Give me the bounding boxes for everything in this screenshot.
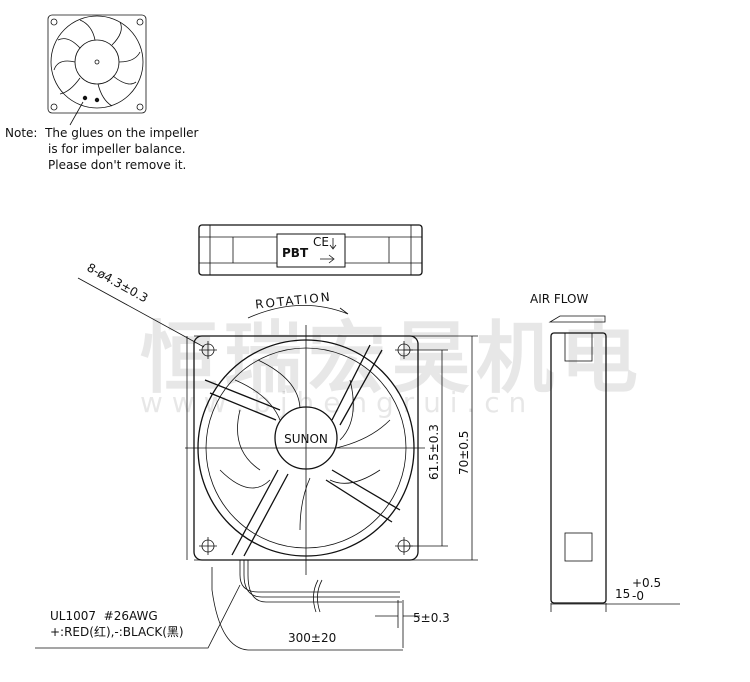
impeller-note-view	[47, 14, 147, 126]
airflow-arrow-icon	[548, 315, 606, 323]
right-arrow-icon	[320, 254, 335, 264]
wire-length-dim: 300±20	[288, 631, 336, 645]
watermark-url: w w w . b j h e n g r u i . c n	[140, 386, 526, 419]
thickness-dim: 15	[615, 587, 630, 601]
frame-size-dim: 70±0.5	[457, 431, 471, 475]
top-side-view: PBT CE	[198, 224, 423, 276]
note-line-2: is for impeller balance.	[48, 142, 186, 156]
glue-dot	[82, 95, 88, 101]
airflow-label: AIR FLOW	[530, 292, 589, 306]
watermark-cn: 恒瑞宏昊机电	[140, 314, 644, 404]
hole-spec-label: 8-ø4.3±0.3	[85, 260, 151, 305]
wire-polarity: +:RED(红),-:BLACK(黑)	[50, 624, 184, 639]
rotation-arrow-icon	[247, 305, 349, 319]
down-arrow-icon	[329, 238, 337, 250]
hole-pitch-dim: 61.5±0.3	[427, 424, 441, 480]
strip-length-dim: 5±0.3	[413, 611, 450, 625]
lead-wires	[35, 560, 420, 651]
ce-mark: CE	[313, 235, 329, 249]
glue-dot	[94, 97, 100, 103]
material-label: PBT	[282, 246, 309, 260]
fan-side-view	[550, 332, 680, 612]
note-line-3: Please don't remove it.	[48, 158, 186, 172]
note-line-1: Note: The glues on the impeller	[5, 126, 199, 140]
wire-spec: UL1007 #26AWG	[50, 609, 158, 623]
thickness-tol-minus: -0	[632, 589, 644, 603]
rotation-label: ROTATION	[255, 290, 333, 312]
thickness-tol-plus: +0.5	[632, 576, 661, 590]
dimension-lines	[186, 335, 478, 561]
